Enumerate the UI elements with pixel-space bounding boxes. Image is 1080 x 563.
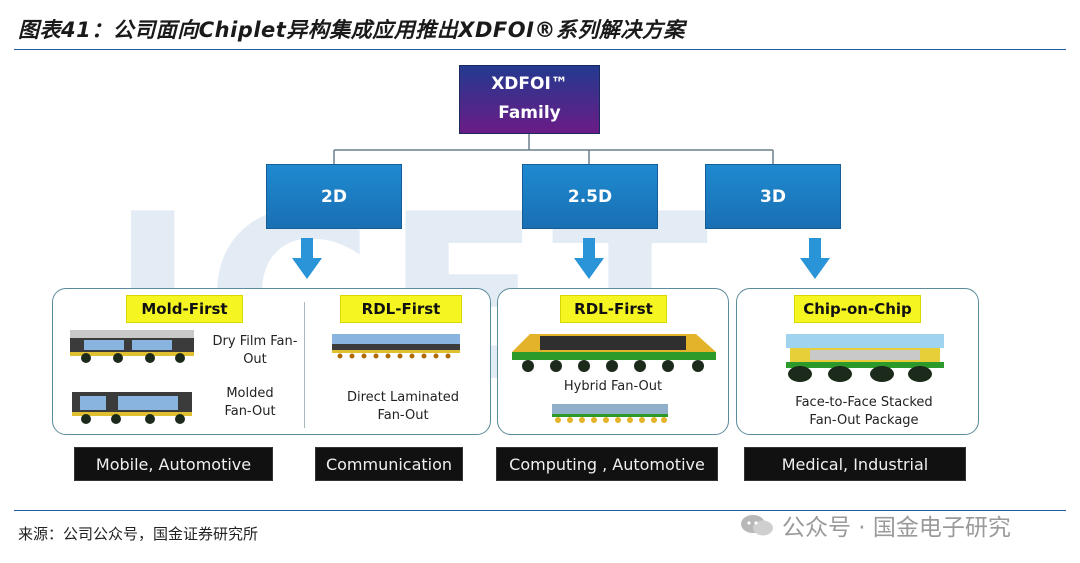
caption-line: Molded — [226, 386, 274, 401]
watermark: 公众号 · 国金电子研究 — [740, 508, 1011, 542]
caption-line: Fan-Out — [224, 404, 276, 419]
tag-rdl-first-2d: RDL-First — [340, 295, 462, 323]
caption-line: Fan-Out Package — [809, 413, 919, 428]
root-label-line1: XDFOI™ — [491, 74, 568, 94]
title-rule — [14, 49, 1066, 50]
application-mobile-automotive: Mobile, Automotive — [74, 447, 273, 481]
down-arrow-icon — [800, 238, 830, 279]
caption-direct-laminated: Direct Laminated Fan-Out — [333, 389, 473, 425]
caption-line: Out — [243, 352, 267, 367]
caption-line: Dry Film Fan- — [212, 334, 298, 349]
caption-line: Direct Laminated — [346, 390, 460, 405]
footer-rule — [14, 510, 1066, 511]
source-note: 来源：公司公众号，国金证券研究所 — [18, 525, 259, 543]
application-communication: Communication — [315, 447, 463, 481]
tag-rdl-first-2-5d: RDL-First — [560, 295, 667, 323]
root-label-line2: Family — [498, 103, 561, 123]
panel-2d-divider — [304, 302, 305, 428]
dimension-box-2d: 2D — [266, 164, 402, 229]
face-to-face-stacked-package-icon — [786, 334, 944, 382]
direct-laminated-package-icon — [332, 334, 460, 359]
caption-dry-film-fan-out: Dry Film Fan- Out — [200, 333, 310, 369]
application-medical-industrial: Medical, Industrial — [744, 447, 966, 481]
caption-molded-fan-out: Molded Fan-Out — [205, 385, 295, 421]
tag-mold-first: Mold-First — [126, 295, 243, 323]
caption-face-to-face: Face-to-Face Stacked Fan-Out Package — [784, 394, 944, 430]
dimension-box-3d: 3D — [705, 164, 841, 229]
caption-hybrid-fan-out: Hybrid Fan-Out — [563, 379, 663, 394]
root-family-box: XDFOI™ Family — [459, 65, 600, 134]
caption-line: Face-to-Face Stacked — [795, 395, 933, 410]
down-arrow-icon — [574, 238, 604, 279]
tag-chip-on-chip: Chip-on-Chip — [794, 295, 921, 323]
wechat-icon — [741, 515, 773, 536]
dimension-box-2-5d: 2.5D — [522, 164, 658, 229]
figure-title: 图表41：公司面向Chiplet异构集成应用推出XDFOI®系列解决方案 — [18, 18, 685, 42]
hybrid-fan-out-package-icon — [512, 334, 716, 423]
dry-film-package-icon — [70, 330, 194, 363]
molded-package-icon — [72, 392, 192, 424]
caption-line: Fan-Out — [377, 408, 429, 423]
watermark-text: 公众号 · 国金电子研究 — [782, 515, 1011, 541]
down-arrow-icon — [292, 238, 322, 279]
application-computing-automotive: Computing , Automotive — [496, 447, 718, 481]
